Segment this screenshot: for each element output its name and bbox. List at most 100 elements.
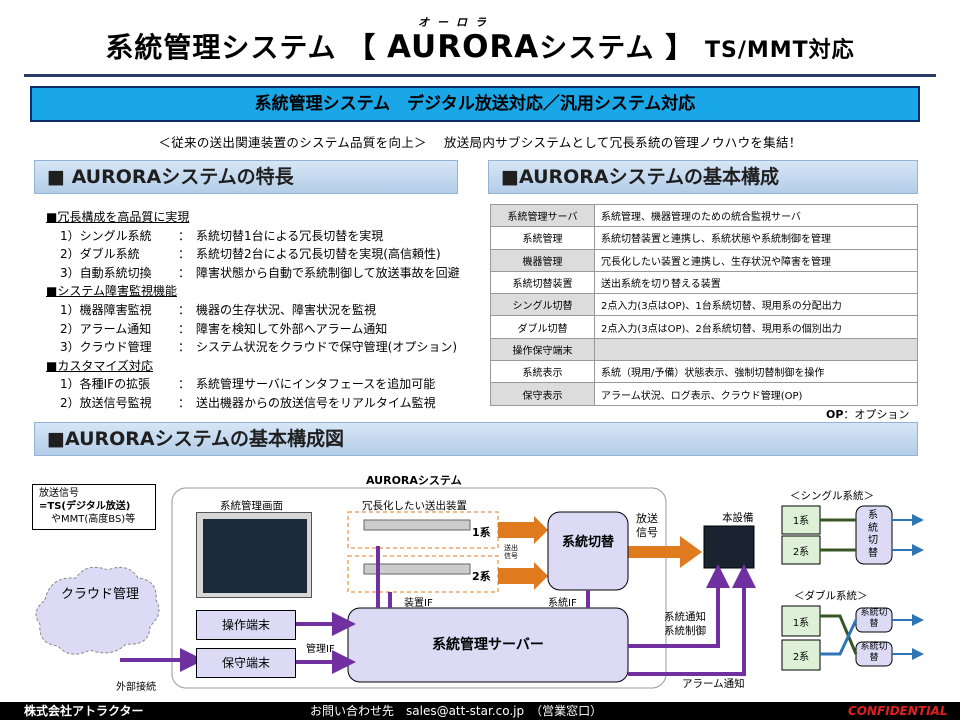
feature-heading: ■カスタマイズ対応: [46, 358, 153, 373]
double-node-2-label: 2系: [792, 652, 810, 663]
feature-item-desc: 系統切替1台による冗長切替を実現: [196, 228, 384, 243]
feature-item: 3）クラウド管理 ： システム状況をクラウドで保守管理(オプション): [46, 338, 476, 357]
title-left: 系統管理システム 【: [105, 31, 377, 64]
footer-contact: お問い合わせ先 sales@att-star.co.jp （営業窓口）: [310, 704, 603, 718]
feature-item-colon: ：: [177, 340, 190, 355]
feature-item-desc: 障害状態から自動で系統制御して放送事故を回避: [196, 265, 460, 280]
feature-item-name: 2）アラーム通知: [60, 321, 152, 336]
feature-item-desc: 機器の生存状況、障害状況を監視: [196, 302, 377, 317]
feature-heading: ■冗長構成を高品質に実現: [46, 210, 190, 224]
footer-confidential: CONFIDENTIAL: [848, 704, 948, 718]
op-note-text: ：オプション: [843, 408, 910, 421]
main-equipment-label: 本設備: [722, 512, 754, 524]
feature-item-colon: ：: [177, 228, 190, 243]
aurora-label: AURORAシステム: [366, 474, 462, 487]
table-key: シングル切替: [490, 293, 595, 317]
double-switch-2-label: 系統切替: [860, 642, 888, 663]
table-value: 系統切替装置と連携し、系統状態や系統制御を管理: [594, 226, 918, 250]
device-1: [363, 519, 471, 531]
section-diagram: ■AURORAシステムの基本構成図: [34, 422, 918, 456]
lead-text: ＜従来の送出関連装置のシステム品質を向上＞ 放送局内サブシステムとして冗長系統の…: [158, 135, 802, 150]
feature-item-colon: ：: [177, 265, 190, 280]
signal-note-1: 放送信号: [39, 488, 79, 499]
table-key: 系統管理サーバ: [490, 203, 595, 228]
feature-item-name: 1）各種IFの拡張: [60, 377, 151, 392]
feature-item-desc: システム状況をクラウドで保守管理(オプション): [196, 340, 458, 355]
table-value: 冗長化したい装置と連携し、生存状況や障害を管理: [594, 248, 918, 272]
feature-item: 2）放送信号監視：送出機器からの放送信号をリアルタイム監視: [46, 394, 476, 413]
single-switch: [855, 505, 893, 565]
signal-note: 放送信号 =TS(デジタル放送) やMMT(高度BS)等: [32, 484, 156, 530]
mgmt-screen-display: [203, 519, 307, 593]
system-if-label: 系統IF: [548, 598, 577, 609]
link-sys-notify: [628, 564, 730, 648]
double-switch-1-label: 系統切替: [860, 608, 888, 629]
double-node-1-label: 1系: [792, 618, 810, 629]
main-equipment-image: [703, 525, 755, 569]
table-key: 系統管理: [490, 226, 595, 250]
feature-item-name: 2）ダブル系統: [60, 247, 140, 262]
table-row: 系統管理系統切替装置と連携し、系統状態や系統制御を管理: [490, 226, 918, 250]
feature-item: 1）機器障害監視：機器の生存状況、障害状況を監視: [46, 301, 476, 320]
double-system-label: ＜ダブル系統＞: [794, 590, 868, 602]
link-alarm: [628, 564, 756, 676]
banner: 系統管理システム デジタル放送対応／汎用システム対応: [30, 86, 920, 122]
cloud-label: クラウド管理: [60, 587, 139, 602]
send-signal-small: 送出信号: [504, 544, 518, 560]
title-right: システム 】: [539, 31, 695, 64]
op-note-bold: OP: [826, 408, 844, 421]
feature-item: 2）ダブル系統：系統切替2台による冗長切替を実現(高信頼性): [46, 245, 476, 264]
table-row: 操作保守端末: [490, 337, 918, 362]
footer: 株式会社アトラクター お問い合わせ先 sales@att-star.co.jp …: [0, 702, 960, 720]
feature-item: 1）シングル系統：系統切替1台による冗長切替を実現: [46, 227, 476, 246]
page-title: 系統管理システム 【 AURORAシステム 】 TS/MMT対応: [0, 26, 960, 66]
basic-config-table: 系統管理サーバ系統管理、機器管理のための統合監視サーバ系統管理系統切替装置と連携…: [490, 203, 918, 406]
feature-heading: ■システム障害監視機能: [46, 284, 177, 299]
table-value: 系統管理、機器管理のための統合監視サーバ: [594, 203, 918, 228]
title-suffix: TS/MMT対応: [704, 38, 855, 63]
title-ruby: オーロラ: [418, 16, 494, 29]
sys-notify-label: 系統通知 系統制御: [664, 610, 706, 638]
table-key: 系統表示: [490, 360, 595, 384]
table-row: 系統切替装置送出系統を切り替える装置: [490, 270, 918, 295]
mgmt-screen: [196, 512, 312, 598]
broadcast-signal-label: 放送信号: [636, 512, 658, 539]
sys-control-text: 系統制御: [664, 625, 706, 637]
section-basic: ■AURORAシステムの基本構成: [488, 160, 918, 194]
single-node-2-label: 2系: [792, 547, 810, 558]
section-features: ■ AURORAシステムの特長: [34, 160, 458, 194]
system-diagram: 放送信号 =TS(デジタル放送) やMMT(高度BS)等 AURORAシステム …: [0, 464, 960, 700]
ext-conn-label: 外部接続: [116, 682, 156, 693]
table-value: 系統（現用/予備）状態表示、強制切替制御を操作: [594, 360, 918, 384]
feature-item: 1）各種IFの拡張：系統管理サーバにインタフェースを追加可能: [46, 375, 476, 394]
feature-item-desc: 系統切替2台による冗長切替を実現(高信頼性): [196, 247, 441, 262]
title-area: オーロラ 系統管理システム 【 AURORAシステム 】 TS/MMT対応: [0, 0, 960, 74]
table-row: 系統管理サーバ系統管理、機器管理のための統合監視サーバ: [490, 203, 918, 228]
feature-item-desc: 障害を検知して外部へアラーム通知: [196, 321, 388, 336]
table-value: [594, 337, 918, 362]
double-node-1: [781, 605, 821, 637]
switch-box: [547, 511, 629, 591]
single-switch-label: 系統切替: [868, 510, 878, 559]
sys2-label: 2系: [472, 570, 491, 583]
feature-item-desc: 送出機器からの放送信号をリアルタイム監視: [196, 395, 436, 410]
switch-label: 系統切替: [561, 535, 614, 550]
arrow-sys2: [498, 562, 548, 590]
table-value: 2点入力(3点はOP)、1台系統切替、現用系の分配出力: [594, 293, 918, 317]
mgmt-if-label: 管理IF: [306, 644, 335, 655]
double-cross-2: [820, 619, 858, 656]
sys1-label: 1系: [472, 526, 491, 539]
alarm-notify-label: アラーム通知: [682, 678, 745, 690]
sys-notify-text: 系統通知: [664, 611, 706, 623]
table-row: 系統表示系統（現用/予備）状態表示、強制切替制御を操作: [490, 360, 918, 384]
single-system-label: ＜シングル系統＞: [790, 490, 874, 502]
feature-item: 2）アラーム通知：障害を検知して外部へアラーム通知: [46, 320, 476, 339]
single-node-1: [781, 505, 821, 535]
feature-item-name: 3）クラウド管理: [60, 340, 152, 355]
server-label: 系統管理サーバー: [432, 637, 544, 653]
table-value: 2点入力(3点はOP)、2台系統切替、現用系の個別出力: [594, 315, 918, 339]
signal-note-3: やMMT(高度BS)等: [51, 514, 136, 525]
